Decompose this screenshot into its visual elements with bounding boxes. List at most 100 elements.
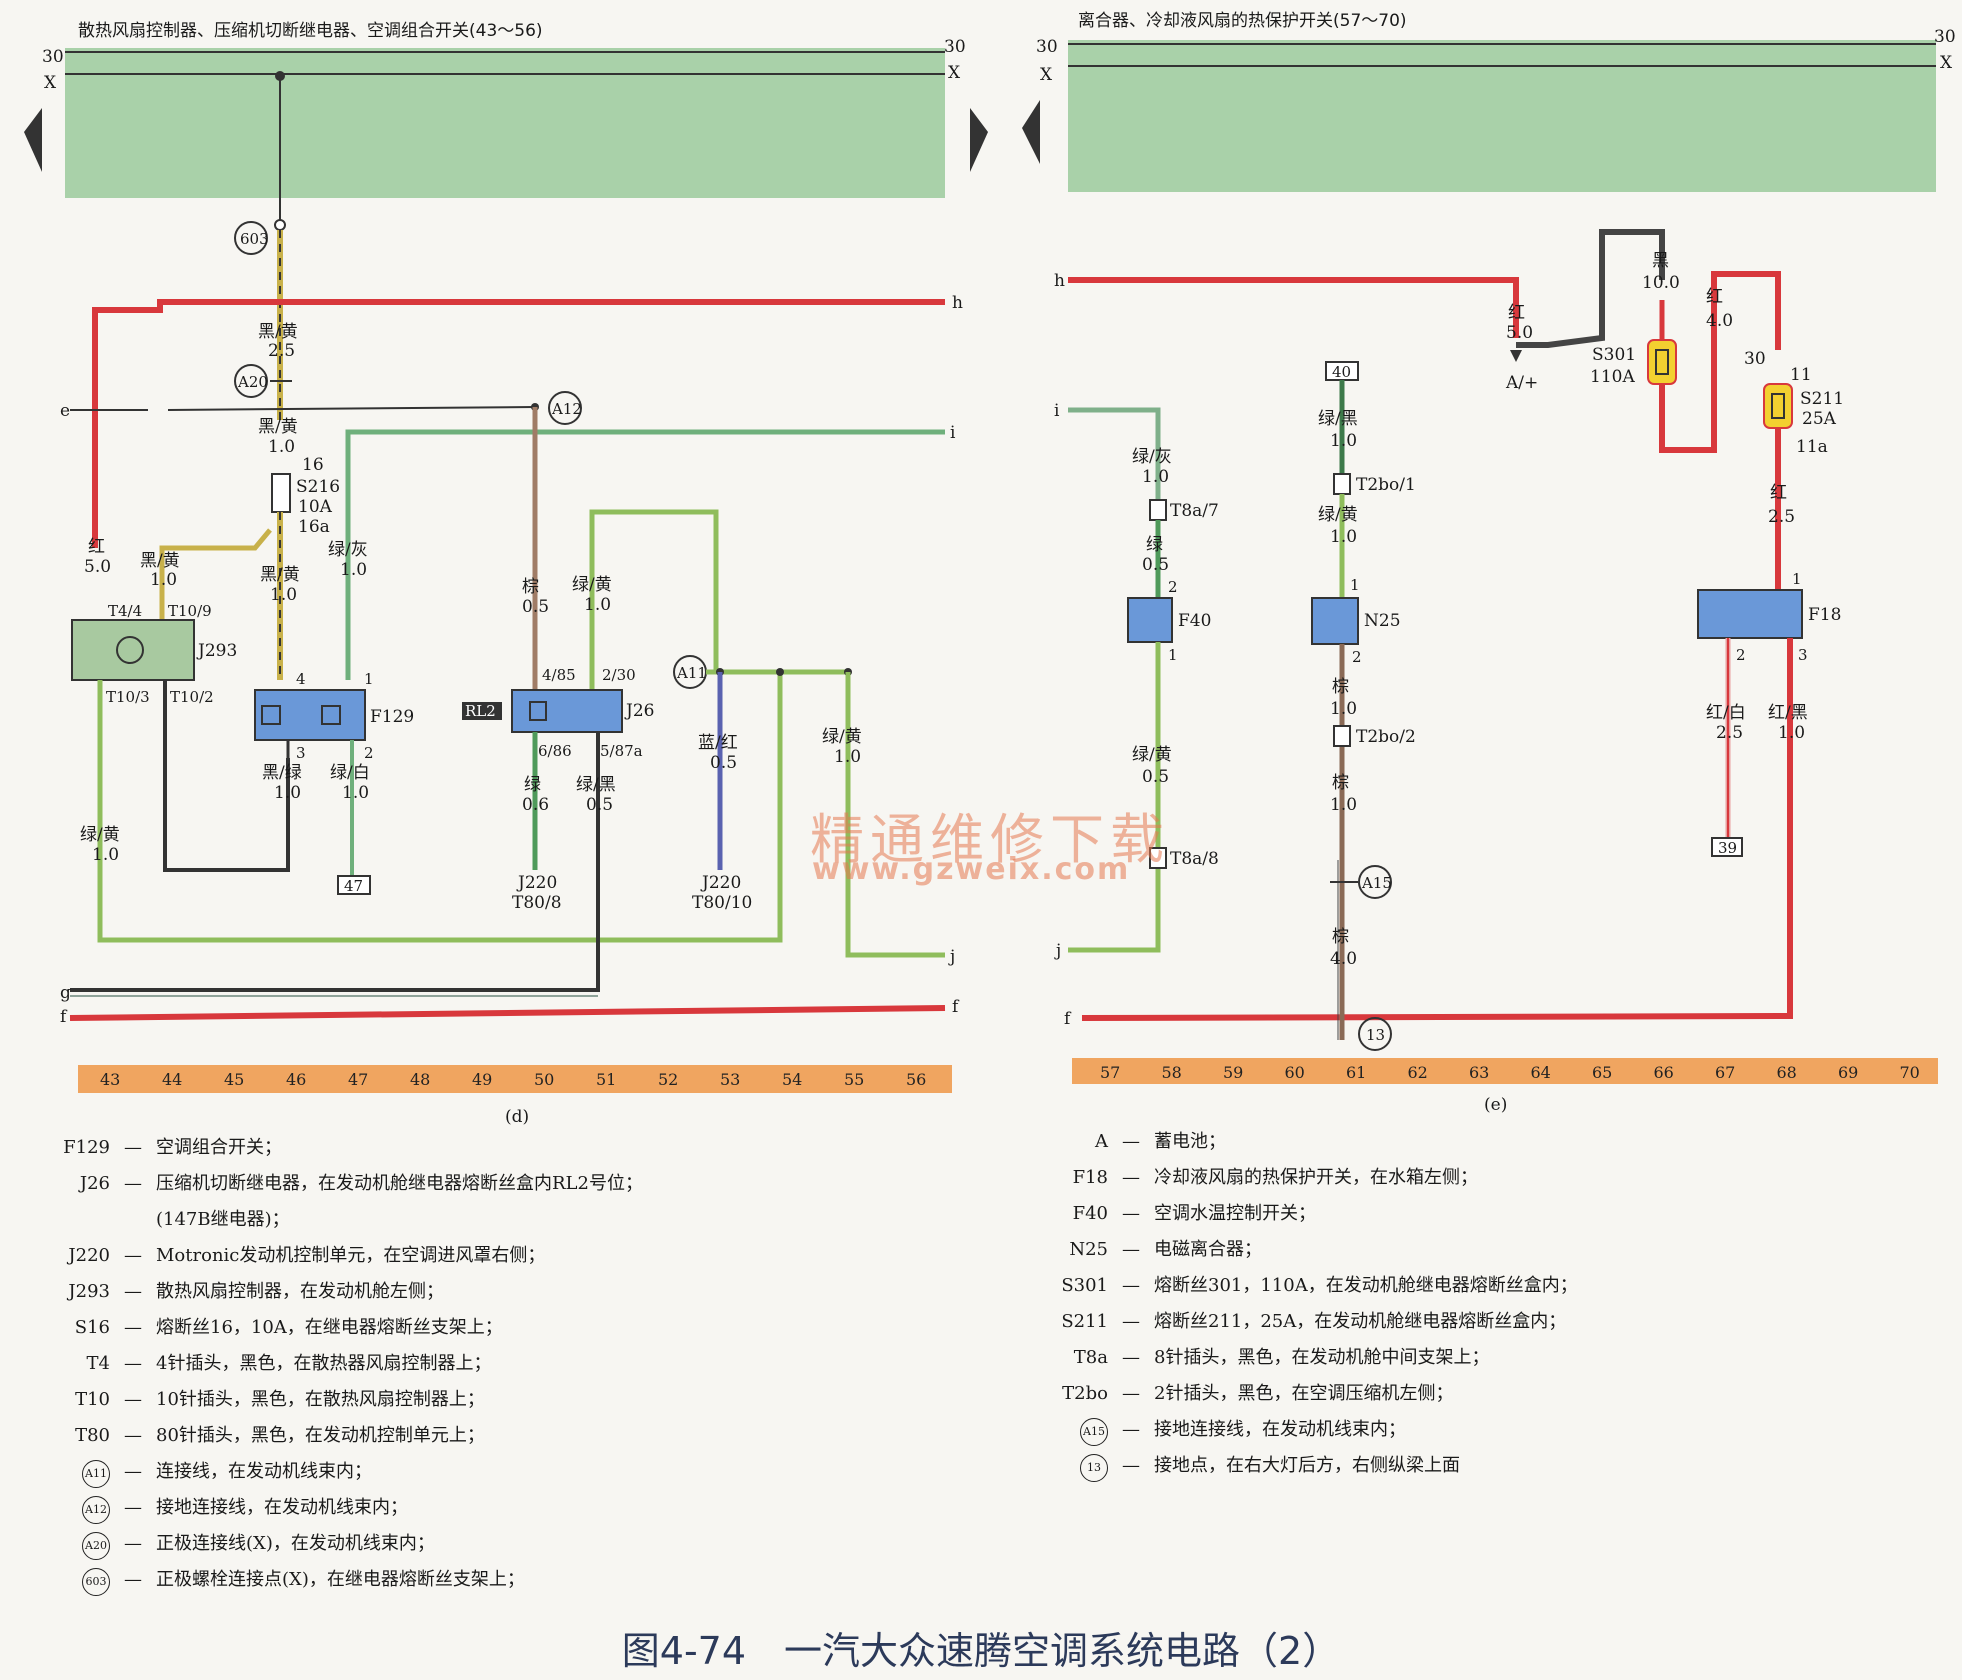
legend-desc: 压缩机切断继电器，在发动机舱继电器熔断丝盒内RL2号位； [156,1173,643,1194]
legend-desc: 正极螺栓连接点(X)，在继电器熔断丝支架上； [156,1569,525,1590]
pin-t8a7: T8a/7 [1170,501,1219,521]
j26-pin485: 4/85 [542,666,576,684]
ruler-number: 62 [1408,1063,1428,1082]
legend-desc: 正极连接线(X)，在发动机线束内； [156,1533,435,1554]
legend-desc: 连接线，在发动机线束内； [156,1461,372,1482]
watermark-url: www.gzweix.com [812,852,1131,887]
legend-code: A15 [1020,1412,1108,1448]
wire-label-gy-left: 绿/黄 [80,825,120,845]
f129-label: F129 [370,707,414,727]
legend-code: S16 [74,1317,110,1338]
ruler-number: 46 [286,1070,306,1089]
legend-desc: 8针插头，黑色，在发动机舱中间支架上； [1154,1347,1490,1368]
wire-label-grn05: 绿 [1146,535,1163,555]
j26-pin587: 5/87a [600,742,643,760]
legend-row: J220—Motronic发动机控制单元，在空调进风罩右侧； [22,1238,643,1274]
s211-label: S211 [1800,389,1844,409]
legend-row: T8a—8针插头，黑色，在发动机舱中间支架上； [1020,1340,1578,1376]
legend-code: J293 [68,1281,110,1302]
wire-g-black [70,732,600,992]
rail-30-label-left: 30 [42,47,64,67]
pin-t808: T80/8 [512,893,562,913]
ruler-number: 49 [472,1070,492,1089]
wire-letter-g: g [60,983,71,1003]
fuse-s211 [1763,383,1793,429]
legend-code: F40 [1072,1203,1108,1224]
wire-size-red40: 4.0 [1706,311,1733,331]
legend-row: A12—接地连接线，在发动机线束内； [22,1490,643,1526]
legend-row: T80—80针插头，黑色，在发动机控制单元上； [22,1418,643,1454]
wire-label-red5r: 红 [1508,303,1525,323]
legend-desc: Motronic发动机控制单元，在空调进风罩右侧； [156,1245,546,1266]
wire-label-gy-j26: 绿/黄 [572,575,612,595]
f129-pin2: 2 [364,744,374,762]
wire-letter-i-right: i [1054,401,1060,421]
connector-a20 [234,364,268,398]
s211-amp: 25A [1802,409,1837,429]
wire-j-green-yellow [845,672,945,958]
column-ruler-right [1072,1058,1938,1084]
legend-desc: 蓄电池； [1154,1131,1226,1152]
transistor-icon [116,636,144,664]
legend-desc: 熔断丝16，10A，在继电器熔断丝支架上； [156,1317,503,1338]
j220-label-b: J220 [700,873,741,893]
wire-j-right [1068,642,1161,953]
n25-pin2: 2 [1352,648,1362,666]
wire-label-red40: 红 [1706,287,1723,307]
s216-pin16a: 16a [298,517,330,537]
ruler-number: 44 [162,1070,182,1089]
legend-desc: 电磁离合器； [1154,1239,1262,1260]
ruler-number: 56 [906,1070,926,1089]
fuse-s216 [271,473,291,513]
legend-code: A20 [22,1526,110,1562]
legend-code: N25 [1069,1239,1108,1260]
legend-row: J26—压缩机切断继电器，在发动机舱继电器熔断丝盒内RL2号位； [22,1166,643,1202]
legend-desc: 接地连接线，在发动机线束内； [156,1497,408,1518]
legend-row: T2bo—2针插头，黑色，在空调压缩机左侧； [1020,1376,1578,1412]
connector-a15 [1358,865,1392,899]
ruler-number: 60 [1285,1063,1305,1082]
wire-size-red5r: 5.0 [1506,323,1533,343]
wire-h-red [92,299,945,548]
legend-code: F18 [1072,1167,1108,1188]
j26-pin686: 6/86 [538,742,572,760]
f18-pin1: 1 [1792,570,1802,588]
legend-right: A—蓄电池；F18—冷却液风扇的热保护开关，在水箱左侧；F40—空调水温控制开关… [1020,1124,1578,1484]
ruler-number: 54 [782,1070,802,1089]
wire-letter-f-right: f [1064,1009,1072,1029]
wire-label-brown: 棕 [522,577,539,597]
legend-row: A11—连接线，在发动机线束内； [22,1454,643,1490]
ground-point-13-label: 13 [1366,1026,1385,1044]
f40-switch [1127,597,1173,643]
wire-f-red-left [69,1005,946,1021]
ruler-number: 55 [844,1070,864,1089]
f129-switch [254,689,366,741]
wire-label-bk-y-25: 黑/黄 [258,322,298,342]
legend-desc: 2针插头，黑色，在空调压缩机左侧； [1154,1383,1454,1404]
s301-amp: 110A [1590,367,1635,387]
legend-code: A11 [22,1454,110,1490]
wire-letter-h-right: h [1054,271,1065,291]
legend-row: A15—接地连接线，在发动机线束内； [1020,1412,1578,1448]
wire-size-gg2: 1.0 [1142,467,1169,487]
legend-code: A12 [22,1490,110,1526]
ruler-number: 53 [720,1070,740,1089]
wire-label-gg2: 绿/灰 [1132,447,1172,467]
legend-code: T80 [75,1425,110,1446]
connector-a12-label: A12 [551,400,582,418]
ruler-number: 63 [1469,1063,1489,1082]
wire-green-yellow-loop [97,670,783,943]
wire-size-gy10: 1.0 [1330,527,1357,547]
wire-label-gg: 绿/灰 [328,540,368,560]
header-right: 离合器、冷却液风扇的热保护开关(57～70) [1078,11,1407,31]
wire-letter-j-left: j [948,947,955,967]
legend-desc: 熔断丝301，110A，在发动机舱继电器熔断丝盒内； [1154,1275,1578,1296]
wire-label-bkg: 黑/绿 [262,763,302,783]
wire-letter-j-right: j [1054,941,1061,961]
wire-label-br10b: 棕 [1332,773,1349,793]
s216-pin16: 16 [302,455,324,475]
s211-pin11: 11 [1790,365,1812,385]
wire-label-br10: 棕 [1332,677,1349,697]
fuse-s301 [1647,339,1677,385]
